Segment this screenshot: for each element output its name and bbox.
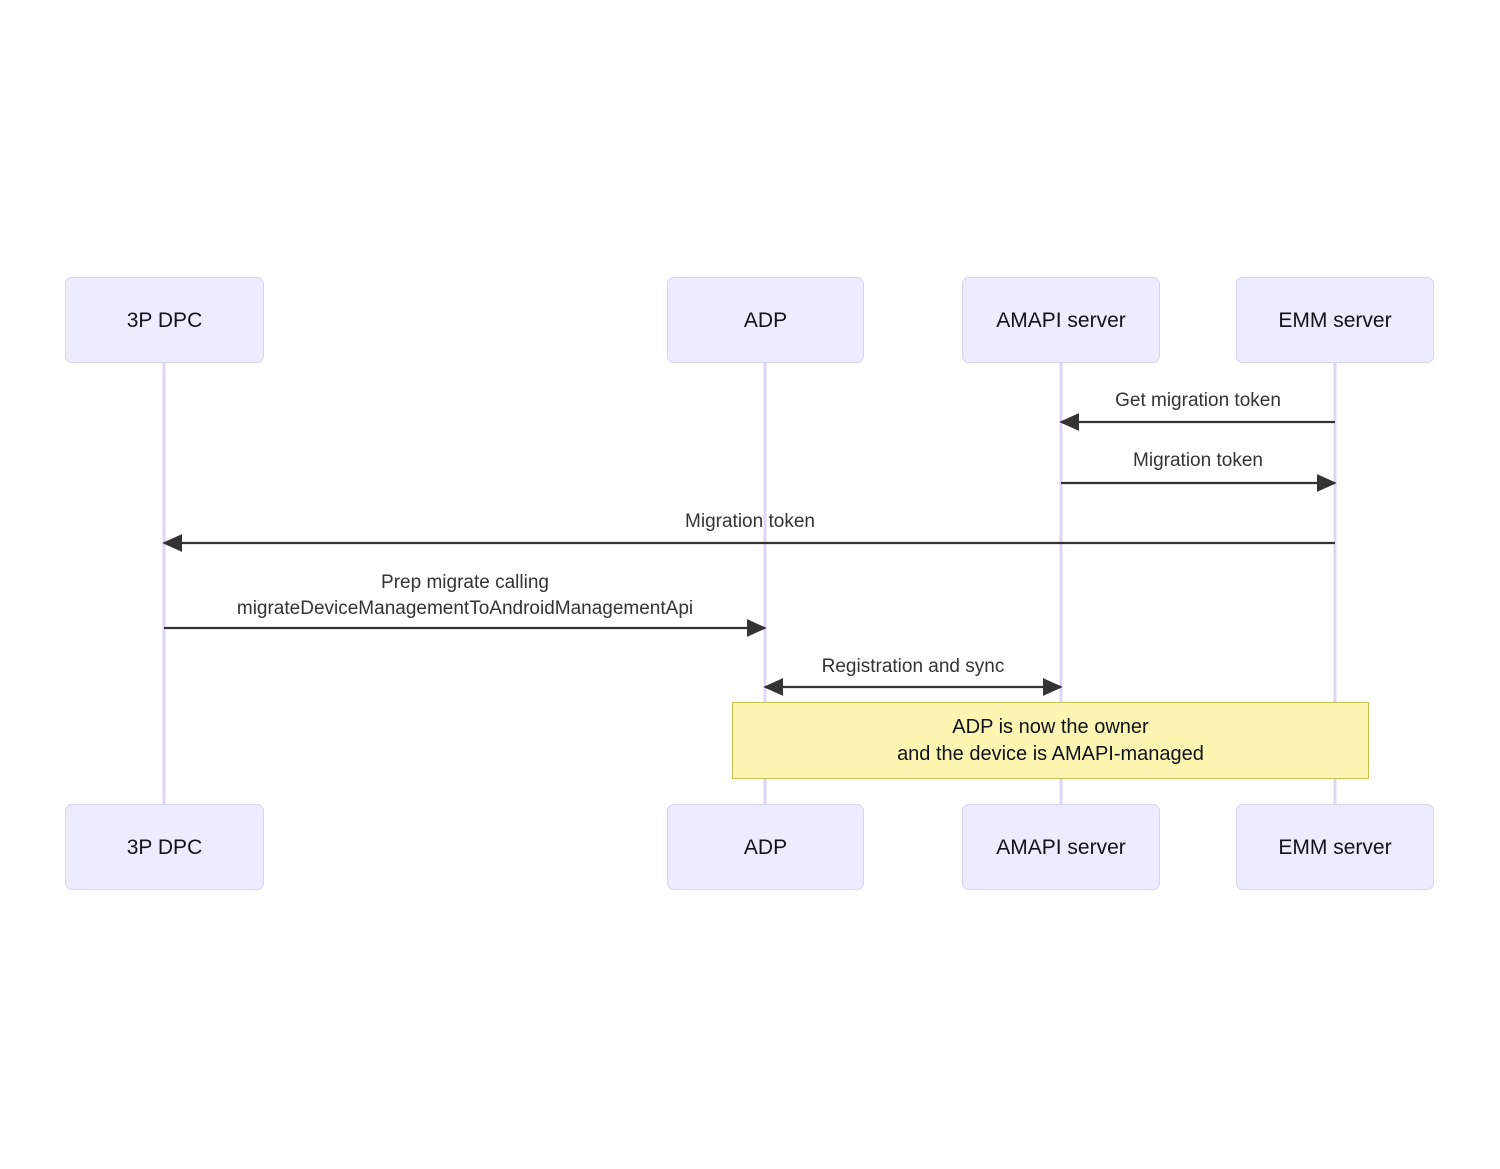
participant-top-emm[interactable]: EMM server [1236,277,1434,363]
participant-label: 3P DPC [126,308,203,332]
message-label-line: Registration and sync [821,656,1005,677]
participant-top-dpc[interactable]: 3P DPC [65,277,264,363]
participant-top-amapi[interactable]: AMAPI server [962,277,1160,363]
participant-label: AMAPI server [996,835,1126,859]
message-label-m4: Prep migrate calling migrateDeviceManagem… [237,570,693,622]
participant-bottom-adp[interactable]: ADP [667,804,864,890]
message-label-line: Get migration token [1115,390,1281,411]
participant-top-adp[interactable]: ADP [667,277,864,363]
participant-label: ADP [743,835,788,859]
participant-label: 3P DPC [126,835,203,859]
message-arrows-group [162,413,1337,696]
note-line: and the device is AMAPI-managed [897,742,1204,765]
message-label-line: Migration token [685,511,815,532]
message-label-m5: Registration and sync [822,654,1005,680]
message-label-line: migrateDeviceManagementToAndroidManageme… [236,598,694,619]
message-label-m1: Get migration token [1115,388,1281,414]
message-label-line: Migration token [1133,450,1263,471]
participant-bottom-dpc[interactable]: 3P DPC [65,804,264,890]
participant-bottom-emm[interactable]: EMM server [1236,804,1434,890]
participant-label: AMAPI server [996,308,1126,332]
participant-label: EMM server [1278,835,1392,859]
note-line: ADP is now the owner [952,715,1149,738]
participant-label: ADP [743,308,788,332]
note-n1: ADP is now the owner and the device is AM… [732,702,1369,779]
message-label-line: Prep migrate calling [381,572,549,593]
participant-bottom-amapi[interactable]: AMAPI server [962,804,1160,890]
participant-label: EMM server [1278,308,1392,332]
message-label-m3: Migration token [685,509,815,535]
message-label-m2: Migration token [1133,448,1263,474]
